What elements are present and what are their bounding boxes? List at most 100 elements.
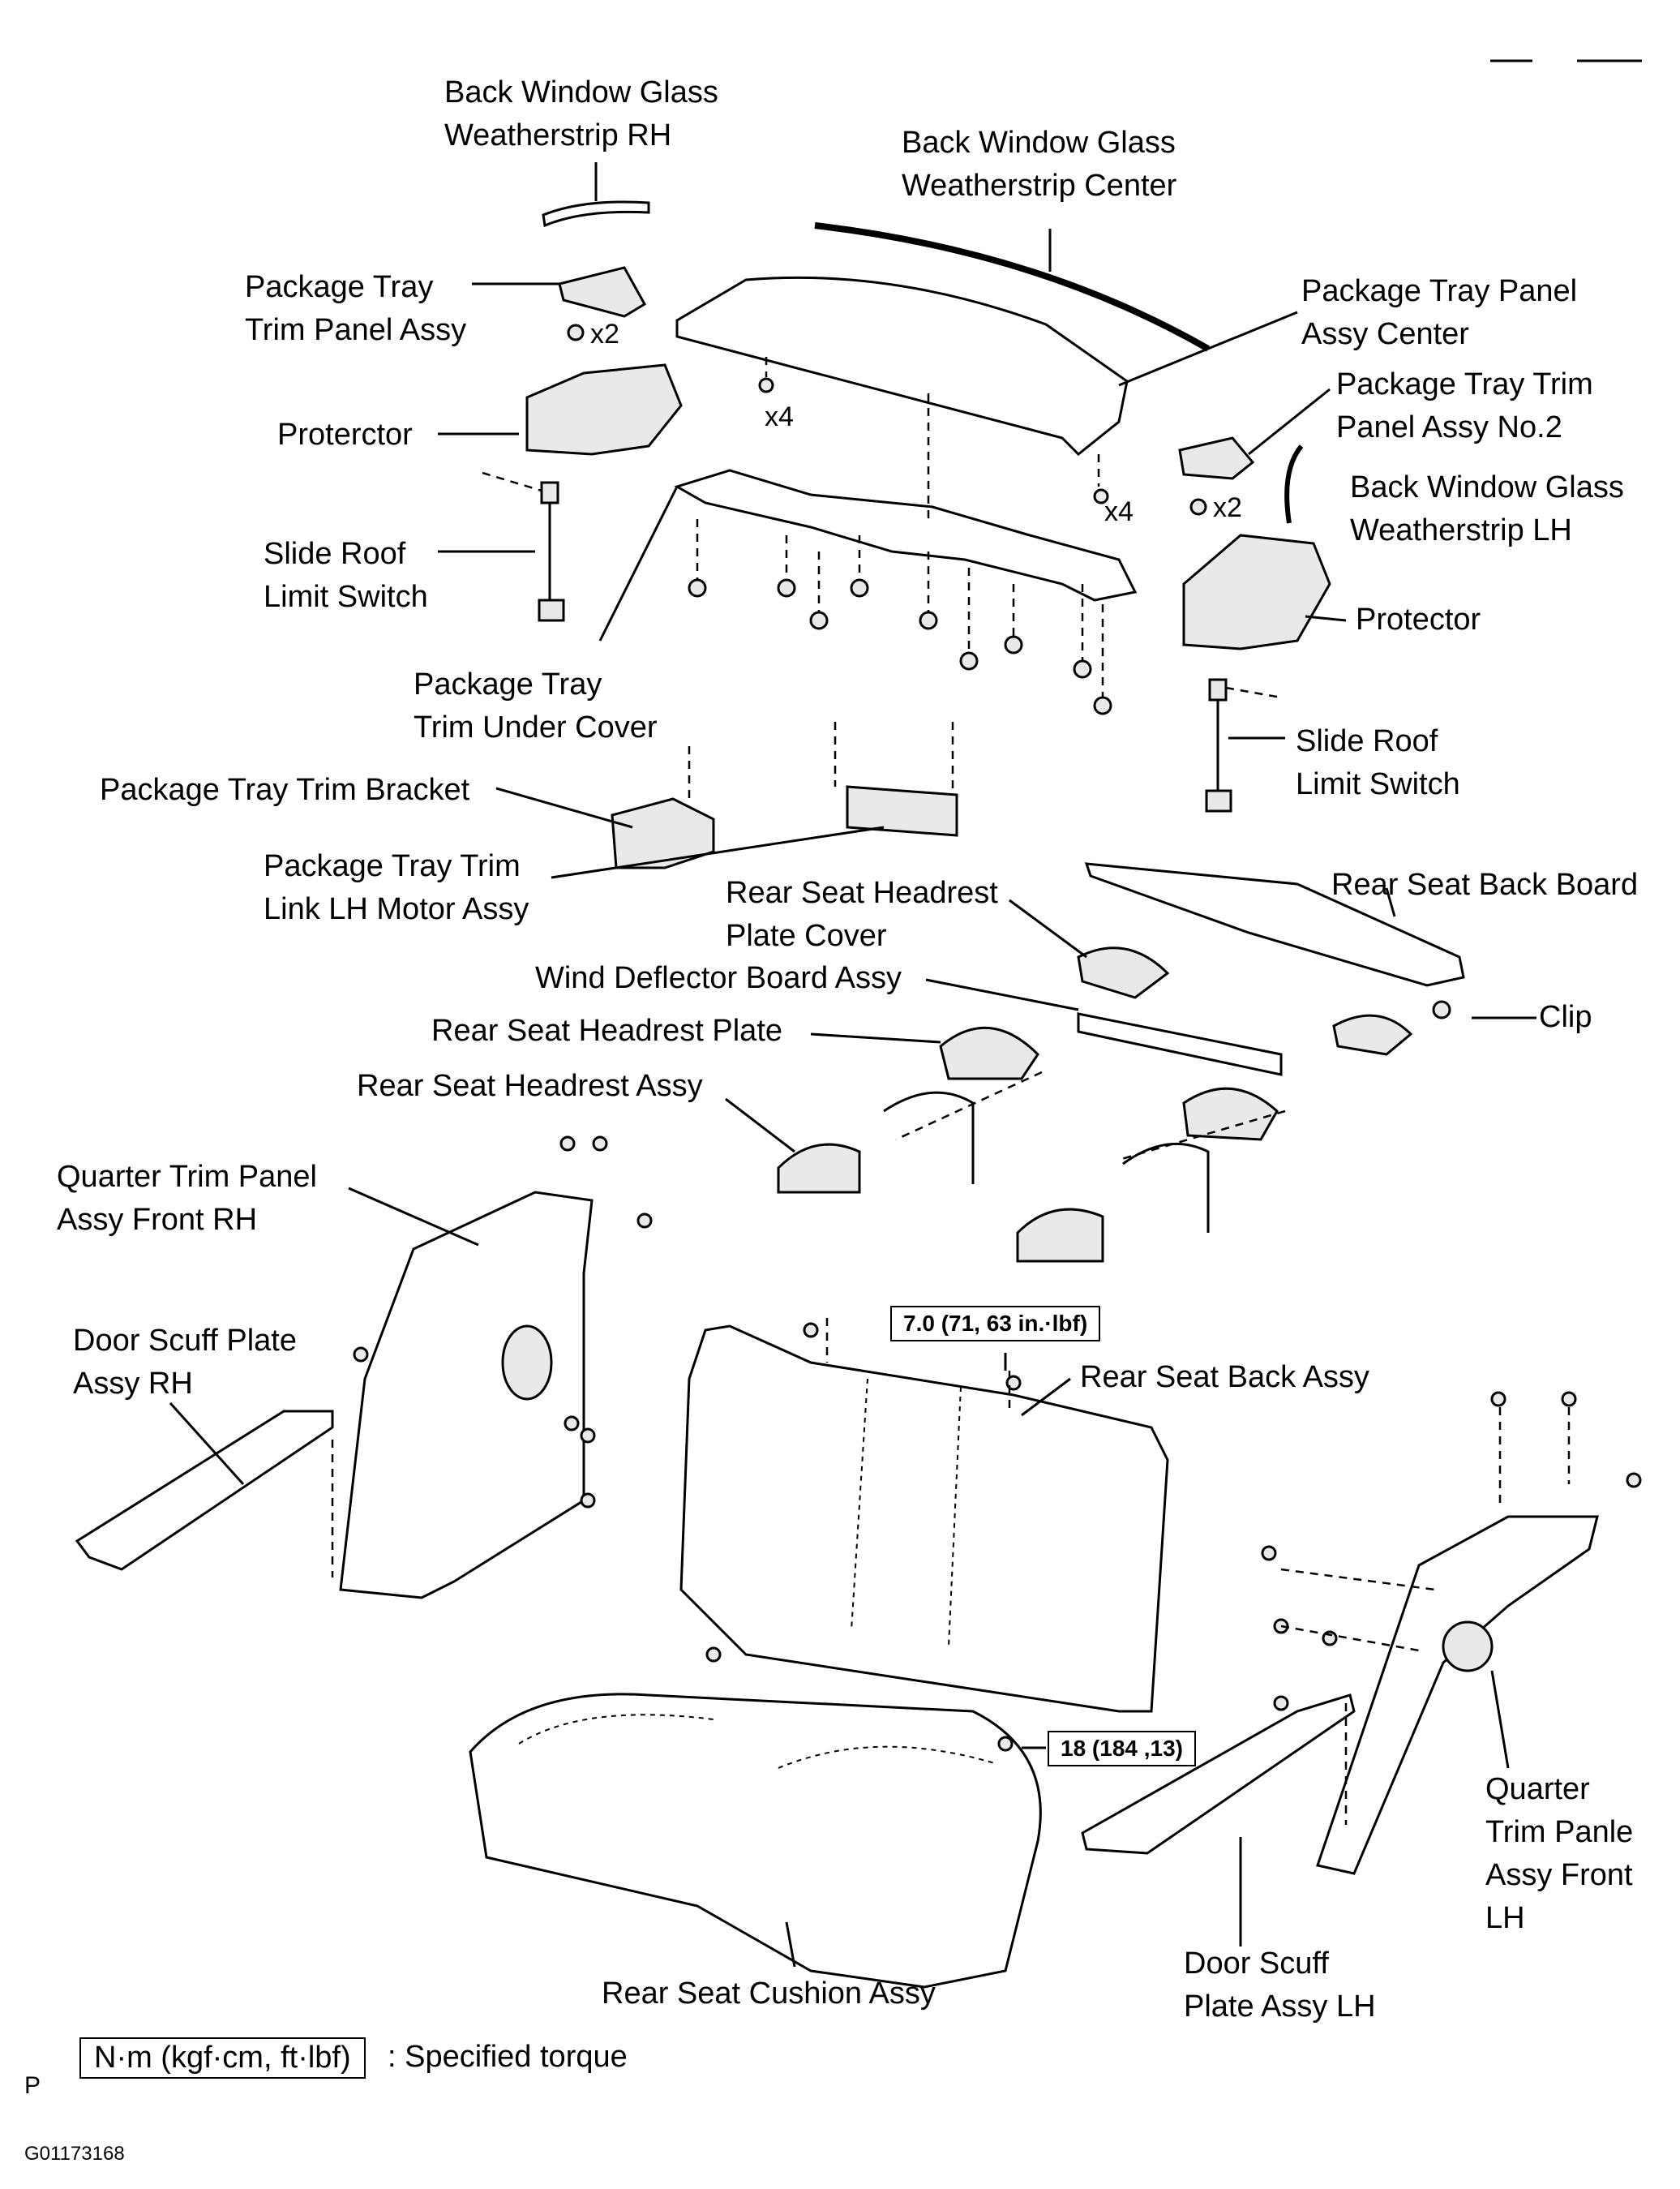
speaker-grille <box>501 1324 553 1401</box>
headrest-assy-part <box>777 1143 861 1194</box>
label-line: Trim Panel Assy <box>245 313 467 347</box>
label-line: LH <box>1485 1901 1525 1935</box>
clip-part <box>1432 1000 1451 1019</box>
rear-seat-back-part <box>679 1324 1169 1713</box>
label-rear-seat-back: Rear Seat Back Assy <box>1080 1360 1369 1394</box>
label-door-scuff-rh: Door Scuff Plate Assy RH <box>73 1320 297 1406</box>
qty-x4-left: x4 <box>765 401 794 432</box>
nut <box>1189 498 1207 516</box>
label-line: Assy RH <box>73 1367 193 1401</box>
label-line: Package Tray Panel <box>1301 274 1578 308</box>
headrest-plate-part <box>1182 1087 1279 1141</box>
label-line: Door Scuff Plate <box>73 1324 298 1358</box>
label-line: Assy Center <box>1301 317 1469 351</box>
quarter-trim-lh-part <box>1316 1515 1599 1875</box>
weatherstrip-rh-part <box>542 200 650 228</box>
label-quarter-trim-rh: Quarter Trim Panel Assy Front RH <box>57 1156 317 1242</box>
switch-body <box>538 599 565 622</box>
protector-rh-part <box>525 363 683 456</box>
label-line: Assy Front RH <box>57 1203 258 1237</box>
switch-connector <box>1208 678 1228 702</box>
label-quarter-trim-lh: Quarter Trim Panle Assy Front LH <box>1485 1768 1633 1940</box>
headrest-assy-part <box>1016 1208 1104 1263</box>
label-line: Weatherstrip Center <box>902 169 1177 203</box>
label-package-tray-trim-bracket: Package Tray Trim Bracket <box>100 773 470 807</box>
label-line: Trim Under Cover <box>414 710 658 745</box>
label-line: Trim Panle <box>1485 1815 1634 1849</box>
label-clip: Clip <box>1539 1000 1592 1034</box>
headrest-plate-cover-part <box>1332 1014 1413 1056</box>
legend-text: : Specified torque <box>388 2040 628 2074</box>
label-protector-rh: Proterctor <box>277 418 413 452</box>
label-line: Back Window Glass <box>902 126 1176 160</box>
label-line: Weatherstrip RH <box>444 118 672 152</box>
headrest-plate-part <box>939 1026 1039 1080</box>
qty-x2-right: x2 <box>1213 492 1242 523</box>
label-headrest-plate-cover: Rear Seat Headrest Plate Cover <box>726 872 998 958</box>
footer-letter: P <box>24 2072 41 2099</box>
label-line: Slide Roof <box>264 537 406 571</box>
label-line: Weatherstrip LH <box>1350 513 1572 547</box>
screw-path <box>482 471 542 492</box>
label-door-scuff-lh: Door Scuff Plate Assy LH <box>1184 1942 1376 2028</box>
qty-x2-left: x2 <box>590 319 619 350</box>
door-scuff-rh-part <box>75 1410 334 1571</box>
label-line: Plate Cover <box>726 919 887 953</box>
door-scuff-lh-part <box>1081 1693 1356 1855</box>
label-package-tray-under-cover: Package Tray Trim Under Cover <box>414 663 658 749</box>
legend-box: N·m (kgf·cm, ft·lbf) <box>79 2037 366 2079</box>
package-tray-link-motor-part <box>846 785 958 837</box>
headrest-frame <box>1122 1142 1210 1233</box>
package-tray-trim-bracket-part <box>611 797 715 869</box>
seam <box>851 1378 868 1631</box>
label-line: Assy Front <box>1485 1858 1633 1892</box>
label-line: Limit Switch <box>1296 767 1460 801</box>
label-protector-lh: Protector <box>1356 603 1481 637</box>
label-rear-seat-back-board: Rear Seat Back Board <box>1331 868 1639 902</box>
label-slide-roof-lh: Slide Roof Limit Switch <box>1296 720 1460 806</box>
package-tray-trim-panel-no2-part <box>1178 436 1255 480</box>
protector-lh-part <box>1182 534 1331 650</box>
headrest-frame <box>883 1091 975 1184</box>
rear-seat-back-board-part <box>1084 862 1465 987</box>
screws-under-cover <box>688 357 1112 715</box>
weatherstrip-lh-part <box>1284 444 1304 524</box>
label-line: Rear Seat Headrest <box>726 876 998 910</box>
label-slide-roof-rh: Slide Roof Limit Switch <box>264 533 428 619</box>
headrest-plate-cover-part <box>1077 946 1170 999</box>
label-package-tray-link-motor: Package Tray Trim Link LH Motor Assy <box>264 845 529 931</box>
label-rear-seat-cushion: Rear Seat Cushion Assy <box>602 1977 936 2011</box>
label-line: Back Window Glass <box>444 75 718 109</box>
package-tray-under-cover-part <box>674 469 1138 602</box>
torque-spec-upper: 7.0 (71, 63 in.·lbf) <box>890 1306 1101 1341</box>
dashed-links <box>331 1071 1571 1825</box>
rear-seat-cushion-part <box>469 1693 1042 1989</box>
label-line: Quarter Trim Panel <box>57 1160 317 1194</box>
label-weatherstrip-lh: Back Window Glass Weatherstrip LH <box>1350 466 1624 552</box>
quarter-trim-rh-part <box>339 1191 594 1599</box>
label-wind-deflector: Wind Deflector Board Assy <box>535 961 902 995</box>
label-line: Package Tray <box>414 667 602 702</box>
label-package-tray-trim-panel-no2: Package Tray Trim Panel Assy No.2 <box>1336 363 1593 449</box>
label-line: Back Window Glass <box>1350 470 1624 504</box>
label-line: Panel Assy No.2 <box>1336 410 1562 444</box>
speaker <box>1442 1620 1494 1672</box>
label-headrest-plate: Rear Seat Headrest Plate <box>431 1014 783 1048</box>
torque-spec-lower: 18 (184 ,13) <box>1048 1731 1196 1766</box>
label-line: Package Tray Trim <box>264 849 521 883</box>
label-line: Plate Assy LH <box>1184 1989 1376 2024</box>
label-line: Link LH Motor Assy <box>264 892 529 926</box>
switch-connector <box>540 481 559 504</box>
seam <box>518 1714 714 1745</box>
label-headrest-assy: Rear Seat Headrest Assy <box>357 1069 703 1103</box>
figure-code: G01173168 <box>24 2143 125 2165</box>
seam <box>948 1386 962 1647</box>
nut <box>567 324 585 341</box>
fasteners <box>353 1135 1642 1752</box>
label-line: Package Tray <box>245 270 434 304</box>
label-line: Limit Switch <box>264 580 428 614</box>
label-line: Package Tray Trim <box>1336 367 1593 401</box>
wind-deflector-part <box>1077 1012 1283 1076</box>
label-weatherstrip-rh: Back Window Glass Weatherstrip RH <box>444 71 718 157</box>
